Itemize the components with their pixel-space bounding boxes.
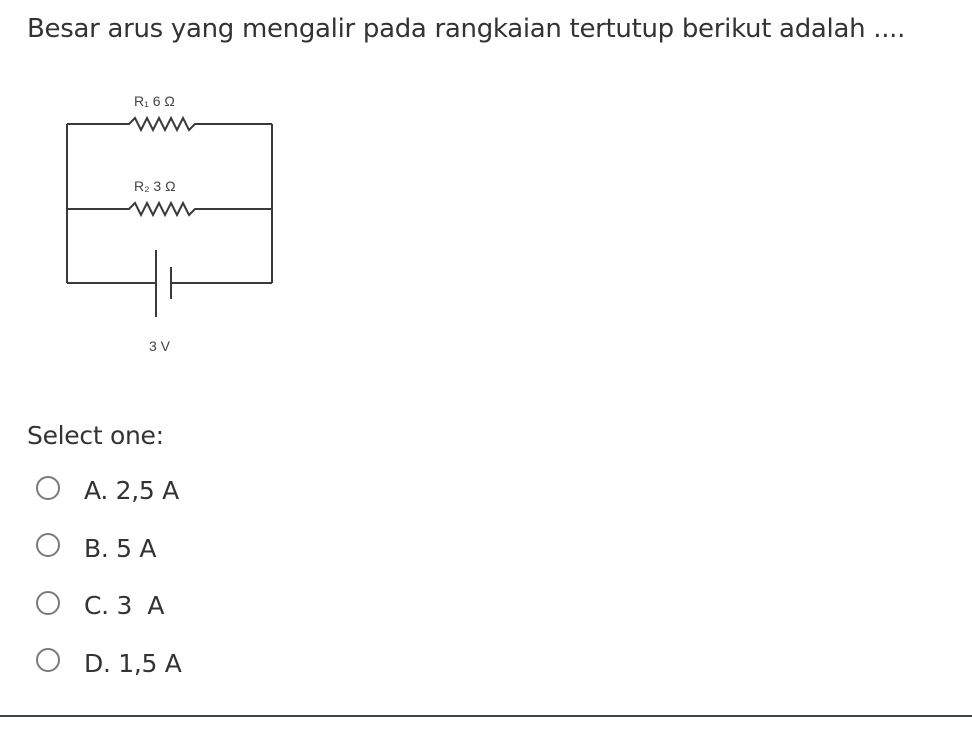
option-b[interactable]: B. 5 A [36,520,182,578]
r1-label: R₁ 6 Ω [134,93,175,109]
radio-button[interactable] [36,648,60,673]
option-label[interactable]: D. 1,5 A [84,648,182,678]
option-label[interactable]: C. 3 A [84,591,165,621]
divider [0,715,972,717]
option-label[interactable]: B. 5 A [84,533,157,563]
option-label[interactable]: A. 2,5 A [84,476,179,506]
radio-button[interactable] [36,533,60,558]
question-text: Besar arus yang mengalir pada rangkaian … [27,14,906,44]
r2-label: R₂ 3 Ω [134,178,176,194]
option-a[interactable]: A. 2,5 A [36,462,182,520]
answer-options: A. 2,5 A B. 5 A C. 3 A D. 1,5 A [36,462,182,692]
option-d[interactable]: D. 1,5 A [36,635,182,693]
circuit-diagram: R₁ 6 Ω R₂ 3 Ω 3 V [50,80,290,370]
select-one-label: Select one: [27,421,164,450]
battery-label: 3 V [149,338,171,354]
radio-button[interactable] [36,475,60,500]
option-c[interactable]: C. 3 A [36,577,182,635]
radio-button[interactable] [36,590,60,615]
